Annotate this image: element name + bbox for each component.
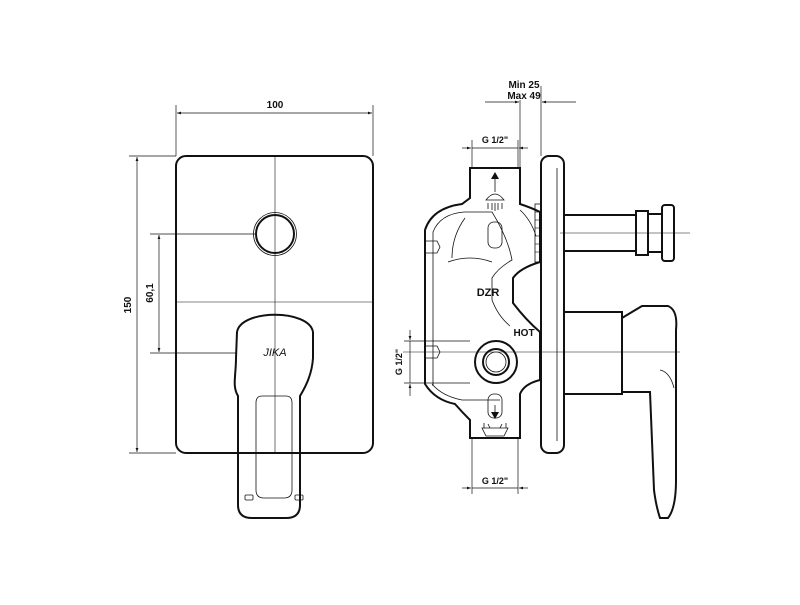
diverter-knob xyxy=(255,214,295,254)
label-hot: HOT xyxy=(513,328,534,339)
bath-outlet xyxy=(487,393,503,419)
svg-text:G 1/2": G 1/2" xyxy=(482,135,508,145)
svg-text:G 1/2": G 1/2" xyxy=(482,476,508,486)
shower-icon xyxy=(485,186,505,211)
diverter-stem xyxy=(560,204,690,262)
svg-text:100: 100 xyxy=(267,100,284,111)
left-stub-lower xyxy=(425,345,441,359)
mixer-lever: JIKA xyxy=(233,313,314,519)
svg-text:G 1/2": G 1/2" xyxy=(394,349,404,375)
bathtub-icon xyxy=(481,423,509,437)
hot-inlet xyxy=(474,340,518,384)
mixer-body xyxy=(424,167,541,439)
offset-dimension: 60,1 xyxy=(145,233,255,354)
cover-plate-side xyxy=(540,155,565,454)
front-view: JIKA 100 150 60,1 xyxy=(123,100,374,519)
svg-text:60,1: 60,1 xyxy=(145,283,156,303)
svg-text:Max 49: Max 49 xyxy=(507,91,541,102)
width-dimension: 100 xyxy=(175,100,374,156)
left-stub-upper xyxy=(425,240,441,254)
lever-side xyxy=(563,305,678,519)
svg-text:Min 25: Min 25 xyxy=(508,80,540,91)
shower-outlet xyxy=(487,172,503,249)
cover-plate xyxy=(175,155,374,454)
thread-bottom-dimension: G 1/2" xyxy=(462,438,528,494)
height-dimension: 150 xyxy=(123,155,176,454)
side-view: DZR HOT Min 25 Max 49 G 1/2" G xyxy=(394,80,690,519)
label-dzr: DZR xyxy=(477,287,500,299)
depth-dimension: Min 25 Max 49 xyxy=(485,80,576,168)
brand-logo: JIKA xyxy=(262,347,286,359)
svg-text:150: 150 xyxy=(123,296,134,313)
thread-left-dimension: G 1/2" xyxy=(394,330,470,396)
thread-top-dimension: G 1/2" xyxy=(462,135,528,168)
